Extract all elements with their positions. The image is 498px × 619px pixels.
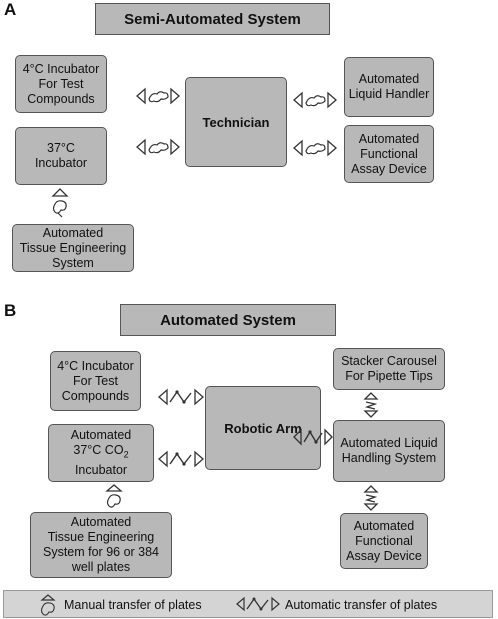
panel-b-functional-assay: Automated Functional Assay Device <box>340 513 428 569</box>
legend-manual-label: Manual transfer of plates <box>64 598 202 612</box>
legend: Manual transfer of plates Automatic tran… <box>3 590 493 618</box>
panel-a-incubator-37c: 37°C Incubator <box>15 127 107 185</box>
panel-a-manual-transfer-vertical-icon <box>51 188 69 218</box>
panel-b-stacker-carousel: Stacker Carousel For Pipette Tips <box>333 348 445 390</box>
panel-b-automatic-transfer-vertical-icon-2 <box>363 485 379 511</box>
panel-a-manual-transfer-icon-3 <box>293 91 337 109</box>
panel-a-manual-transfer-icon-2 <box>136 138 180 156</box>
panel-b-robotic-arm: Robotic Arm <box>205 386 321 470</box>
panel-b-incubator-co2-subscript: 2 <box>123 449 129 460</box>
panel-a-manual-transfer-icon-4 <box>293 139 337 157</box>
panel-a-letter: A <box>4 0 17 19</box>
legend-manual-transfer-icon <box>40 594 56 616</box>
panel-a-tissue-engineering: Automated Tissue Engineering System <box>12 224 134 272</box>
panel-b-incubator-co2-line2: 37°C CO2 <box>73 443 128 463</box>
panel-b-incubator-co2: Automated 37°C CO2 Incubator <box>48 424 154 482</box>
panel-b-automatic-transfer-icon-1 <box>158 388 204 406</box>
panel-a-liquid-handler: Automated Liquid Handler <box>344 57 434 117</box>
panel-b-title: Automated System <box>120 304 336 336</box>
panel-b-letter: B <box>4 301 17 320</box>
panel-a-technician: Technician <box>185 77 287 167</box>
panel-a-incubator-4c: 4°C Incubator For Test Compounds <box>15 55 107 113</box>
panel-b-incubator-4c: 4°C Incubator For Test Compounds <box>50 351 141 411</box>
panel-b-incubator-co2-line3: Incubator <box>74 462 128 477</box>
legend-automatic-label: Automatic transfer of plates <box>285 598 438 612</box>
panel-a-manual-transfer-icon-1 <box>136 87 180 105</box>
legend-automatic-transfer-icon <box>236 596 280 612</box>
panel-a-functional-assay: Automated Functional Assay Device <box>344 125 434 183</box>
panel-b-incubator-co2-line1: Automated <box>70 428 132 443</box>
panel-b-manual-transfer-vertical-icon <box>105 484 123 508</box>
panel-b-automatic-transfer-vertical-icon-1 <box>363 392 379 418</box>
panel-b-automatic-transfer-icon-3 <box>293 428 333 446</box>
panel-b-incubator-co2-text: 37°C CO <box>73 443 124 458</box>
panel-b-tissue-engineering: Automated Tissue Engineering System for … <box>30 512 172 578</box>
panel-a-title: Semi-Automated System <box>95 3 330 35</box>
panel-b-automatic-transfer-icon-2 <box>158 450 204 468</box>
panel-b-liquid-handling: Automated Liquid Handling System <box>333 420 445 482</box>
